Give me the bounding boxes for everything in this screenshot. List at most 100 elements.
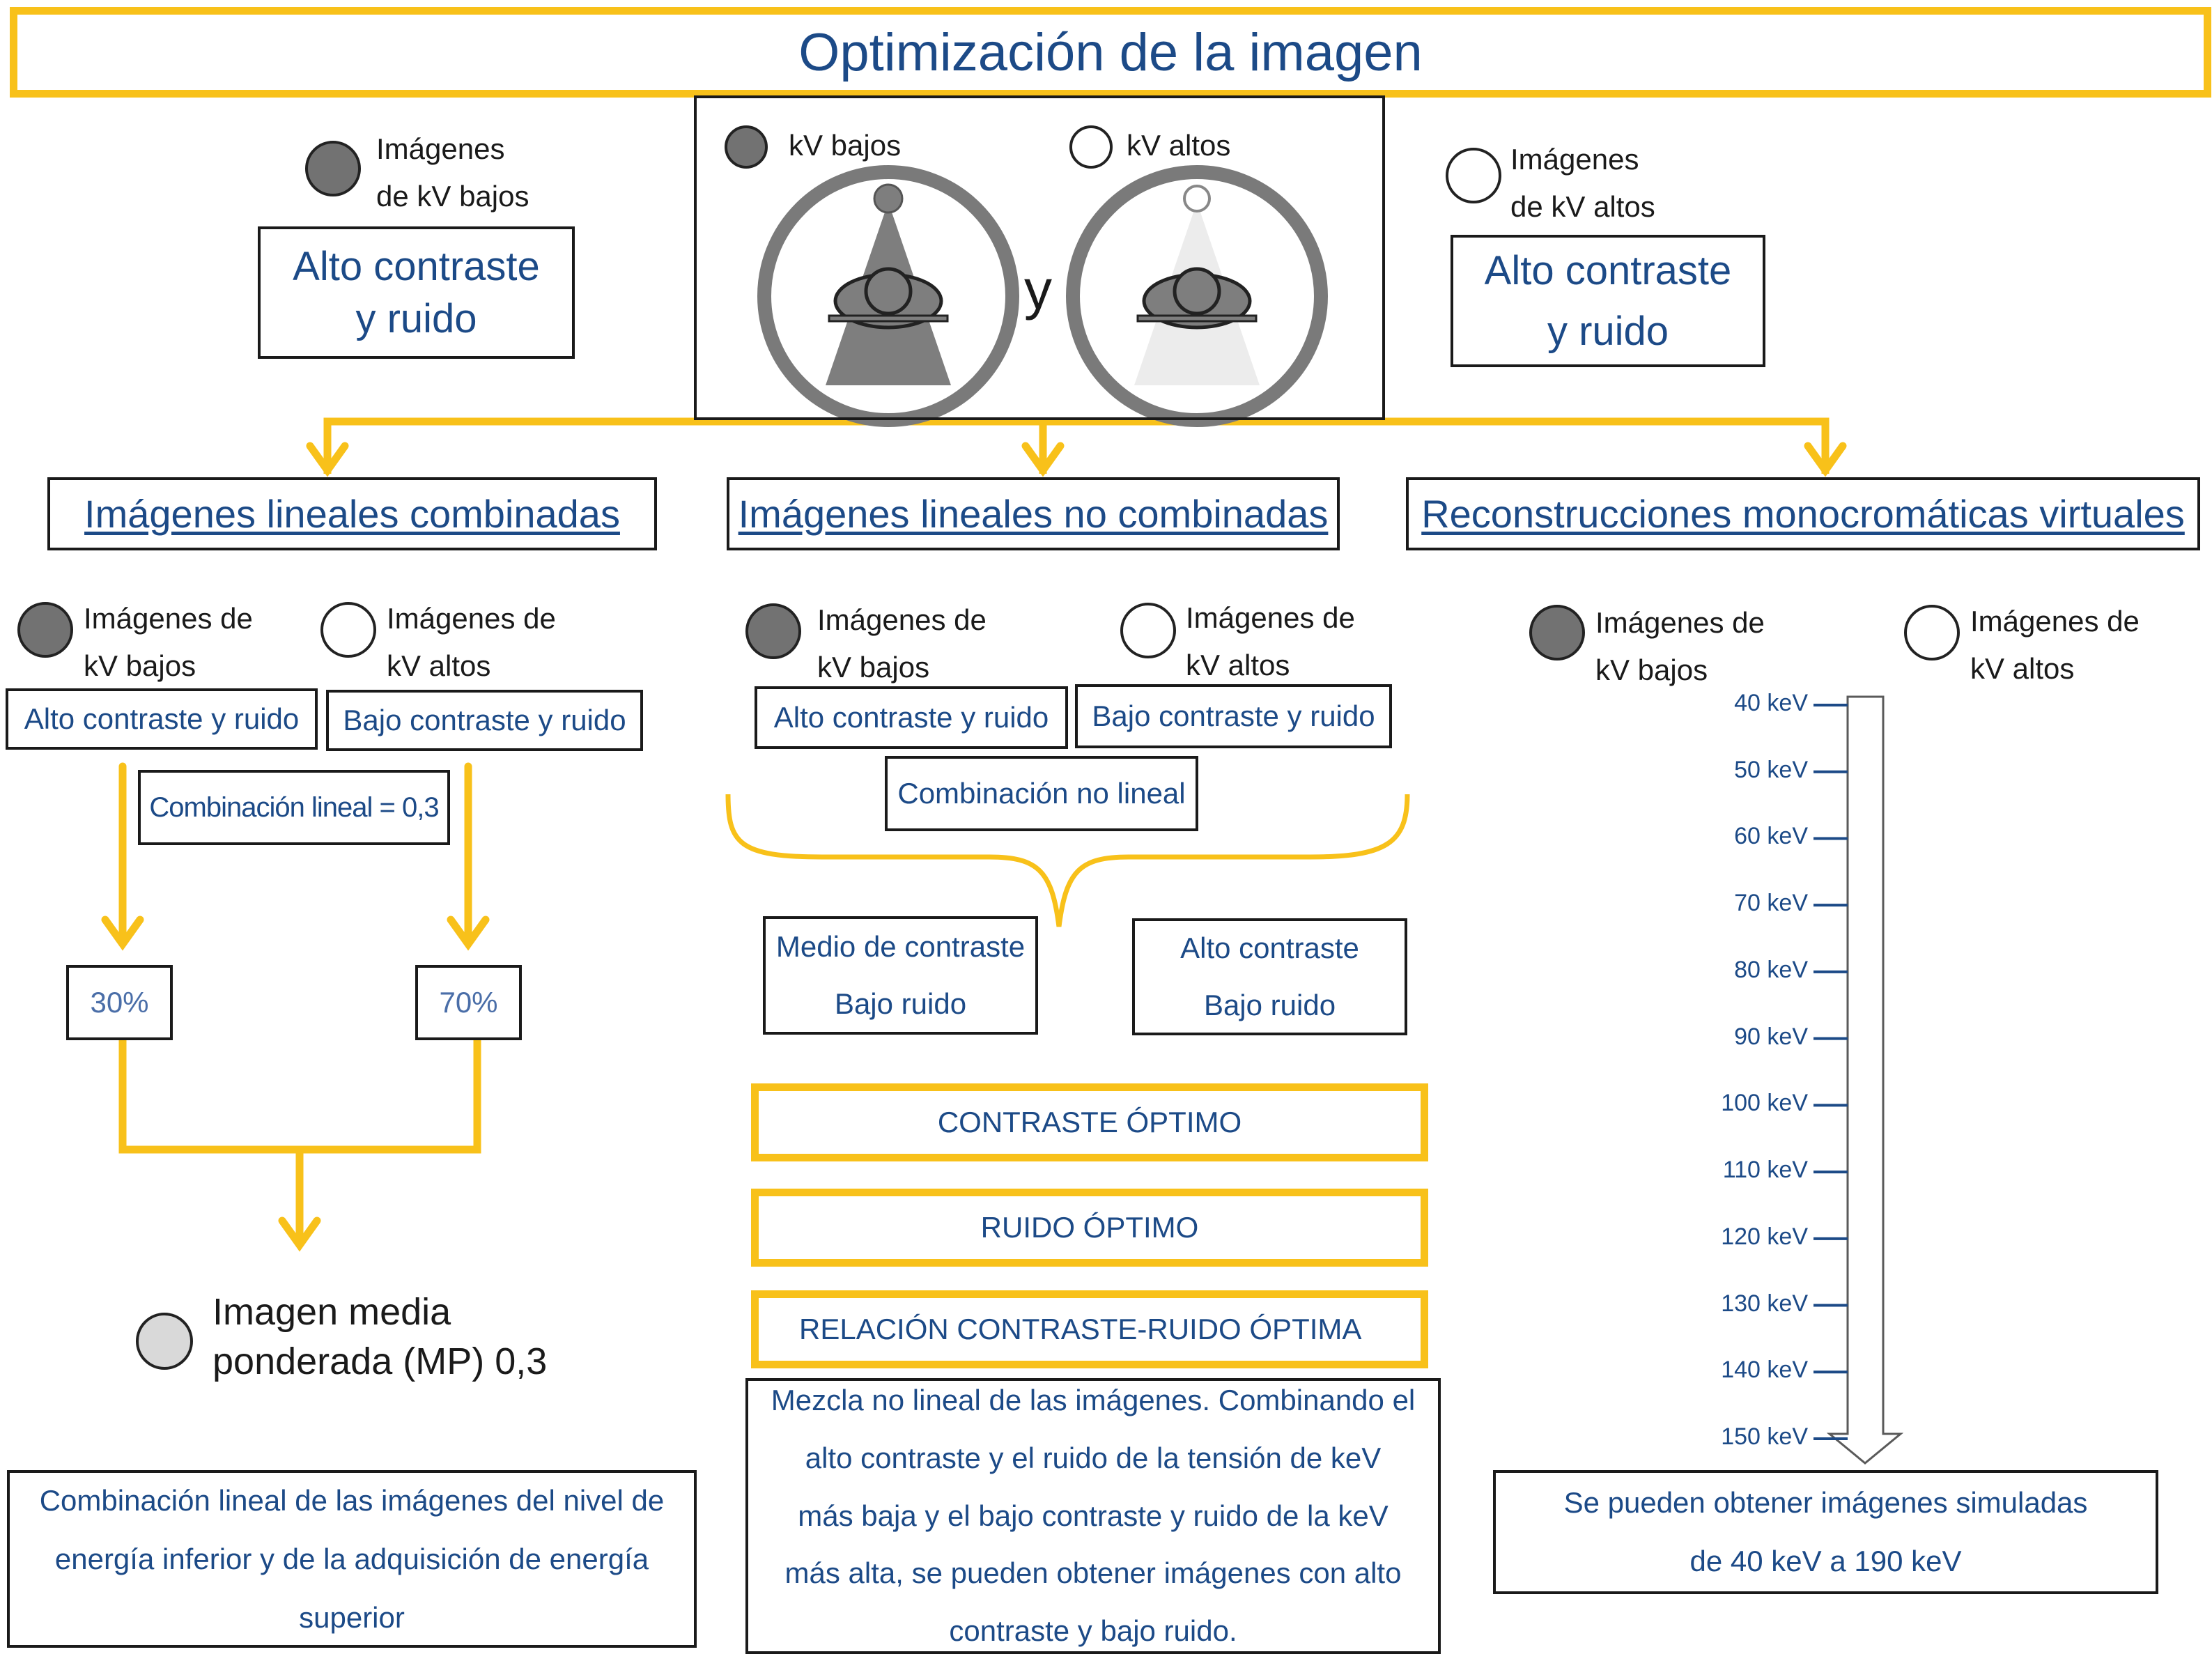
description-line: de 40 keV a 190 keV	[1689, 1545, 1962, 1577]
ct-scanner-high-icon	[1066, 165, 1328, 427]
kev-label: 110 keV	[1722, 1157, 1808, 1184]
output-right-box: Alto contraste Bajo ruido	[1132, 918, 1407, 1035]
result-line: ponderada (MP) 0,3	[212, 1341, 548, 1383]
kv-high-label: kV altos	[1127, 129, 1231, 162]
header-combined-text: Imágenes lineales combinadas	[84, 492, 620, 536]
noncombined-low-box: Alto contraste y ruido	[755, 686, 1068, 749]
top-left-legend: Imágenes de kV bajos	[376, 125, 529, 220]
kev-label: 80 keV	[1734, 956, 1808, 983]
kev-label: 60 keV	[1734, 823, 1808, 850]
description-line: alto contraste y el ruido de la tensión …	[805, 1441, 1382, 1474]
top-left-box: Alto contraste y ruido	[258, 226, 575, 359]
kv-low-dot	[725, 125, 768, 169]
label-line: Imágenes de	[1186, 601, 1355, 634]
description-line: superior	[299, 1600, 405, 1634]
kev-label: 90 keV	[1734, 1023, 1808, 1050]
description-line: energía inferior y de la adquisición de …	[54, 1542, 649, 1575]
pct-text: 70%	[439, 986, 498, 1019]
label-line: Imágenes de	[387, 602, 556, 635]
legend-line: Imágenes	[1510, 143, 1639, 176]
noncombined-low-label: Imágenes de kV bajos	[817, 596, 987, 691]
kv-low-label: kV bajos	[789, 129, 902, 162]
title-box: Optimización de la imagen	[10, 7, 2211, 98]
result-line: Imagen media	[212, 1291, 451, 1333]
top-center-panel	[694, 95, 1385, 420]
top-right-legend: Imágenes de kV altos	[1510, 136, 1655, 231]
combined-low-dot	[17, 602, 73, 658]
pct-text: 30%	[90, 986, 149, 1019]
label-line: kV altos	[1186, 649, 1290, 682]
combined-high-label: Imágenes de kV altos	[387, 595, 556, 690]
label-line: kV bajos	[817, 651, 930, 684]
box-line: y ruido	[1547, 309, 1669, 354]
description-line: Mezcla no lineal de las imágenes. Combin…	[771, 1384, 1416, 1417]
header-combined: Imágenes lineales combinadas	[47, 477, 657, 550]
nonlinear-combination-box: Combinación no lineal	[885, 756, 1198, 831]
weighted-image-dot	[136, 1313, 193, 1370]
header-mono: Reconstrucciones monocromáticas virtuale…	[1406, 477, 2200, 550]
mono-high-label: Imágenes de kV altos	[1970, 598, 2140, 693]
optimal-cnr-box: RELACIÓN CONTRASTE-RUIDO ÓPTIMA	[751, 1290, 1428, 1368]
noncombined-high-label: Imágenes de kV altos	[1186, 594, 1355, 689]
kev-label: 70 keV	[1734, 890, 1808, 917]
box-text: Bajo contraste y ruido	[1092, 700, 1375, 732]
noncombined-description: Mezcla no lineal de las imágenes. Combin…	[745, 1378, 1441, 1654]
combined-high-box: Bajo contraste y ruido	[326, 690, 643, 751]
description-line: Combinación lineal de las imágenes del n…	[39, 1483, 665, 1517]
box-line: Bajo ruido	[834, 987, 967, 1020]
description-line: contraste y bajo ruido.	[949, 1614, 1237, 1648]
kev-label: 130 keV	[1721, 1290, 1808, 1317]
low-kv-dot	[305, 141, 361, 196]
kev-label: 140 keV	[1721, 1357, 1808, 1384]
ct-scanner-low-icon	[757, 165, 1019, 427]
high-kv-dot	[1446, 148, 1501, 203]
legend-line: de kV bajos	[376, 180, 529, 213]
box-line: Bajo ruido	[1203, 989, 1336, 1021]
mono-high-dot	[1904, 605, 1960, 660]
combined-low-box: Alto contraste y ruido	[6, 688, 318, 750]
optimal-text: RUIDO ÓPTIMO	[980, 1211, 1199, 1244]
box-line: Alto contraste	[1484, 248, 1732, 293]
label-line: kV altos	[387, 649, 491, 683]
label-line: Imágenes de	[1595, 606, 1765, 639]
curly-brace	[725, 794, 1410, 927]
label-line: Imágenes de	[84, 602, 253, 635]
optimal-contrast-box: CONTRASTE ÓPTIMO	[751, 1083, 1428, 1161]
box-line: Medio de contraste	[775, 930, 1026, 963]
label-line: Imágenes de	[817, 603, 987, 636]
box-line: Alto contraste	[1180, 932, 1359, 964]
combined-description: Combinación lineal de las imágenes del n…	[7, 1470, 697, 1648]
arrow-to-combined	[306, 442, 349, 477]
description-line: Se pueden obtener imágenes simuladas	[1563, 1486, 2088, 1519]
kev-label: 150 keV	[1721, 1423, 1808, 1450]
combined-high-dot	[320, 602, 376, 658]
and-glyph: y	[1024, 258, 1052, 320]
arrow-to-mono	[1804, 442, 1847, 477]
legend-line: de kV altos	[1510, 190, 1655, 224]
label-line: kV altos	[1970, 652, 2075, 686]
page-title: Optimización de la imagen	[798, 22, 1423, 82]
combination-ratio-box: Combinación lineal = 0,3	[138, 770, 450, 845]
box-text: Combinación lineal = 0,3	[149, 791, 439, 823]
box-line: Alto contraste	[293, 244, 540, 289]
optimal-noise-box: RUIDO ÓPTIMO	[751, 1189, 1428, 1267]
optimal-text: CONTRASTE ÓPTIMO	[937, 1106, 1242, 1138]
noncombined-low-dot	[745, 603, 801, 659]
header-mono-text: Reconstrucciones monocromáticas virtuale…	[1421, 492, 2185, 536]
kv-high-dot	[1069, 125, 1113, 169]
description-line: más alta, se pueden obtener imágenes con…	[784, 1556, 1402, 1590]
box-text: Alto contraste y ruido	[24, 702, 300, 735]
box-text: Alto contraste y ruido	[773, 701, 1049, 734]
box-text: Bajo contraste y ruido	[343, 704, 626, 736]
combined-low-label: Imágenes de kV bajos	[84, 595, 253, 690]
top-branch-connector	[323, 417, 1830, 474]
label-line: kV bajos	[84, 649, 196, 683]
pct-high-box: 70%	[415, 965, 522, 1040]
mono-low-label: Imágenes de kV bajos	[1595, 599, 1765, 694]
pct-low-box: 30%	[66, 965, 173, 1040]
noncombined-high-box: Bajo contraste y ruido	[1075, 684, 1392, 748]
noncombined-high-dot	[1120, 603, 1176, 658]
label-line: Imágenes de	[1970, 605, 2140, 638]
